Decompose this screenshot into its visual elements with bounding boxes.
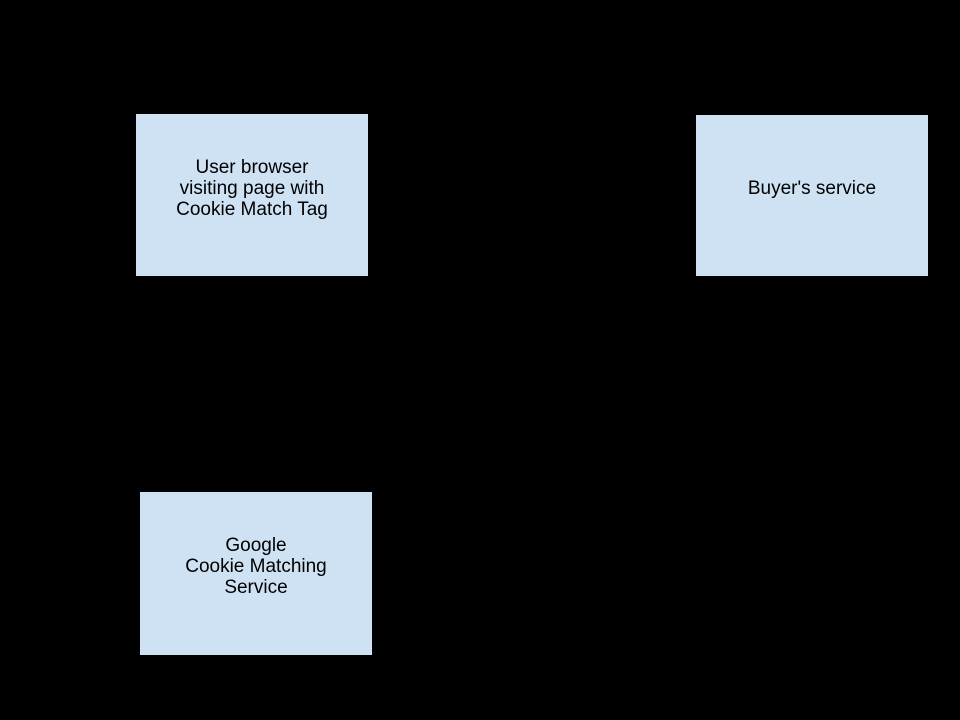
node-user-browser: User browser visiting page with Cookie M… [136, 114, 368, 276]
node-buyers-service-label: Buyer's service [747, 178, 877, 199]
node-google-cookie-matching-service: Google Cookie Matching Service [140, 492, 372, 655]
node-google-cookie-matching-service-label: Google Cookie Matching Service [185, 535, 327, 598]
node-buyers-service: Buyer's service [696, 115, 928, 276]
node-user-browser-label: User browser visiting page with Cookie M… [176, 156, 328, 220]
